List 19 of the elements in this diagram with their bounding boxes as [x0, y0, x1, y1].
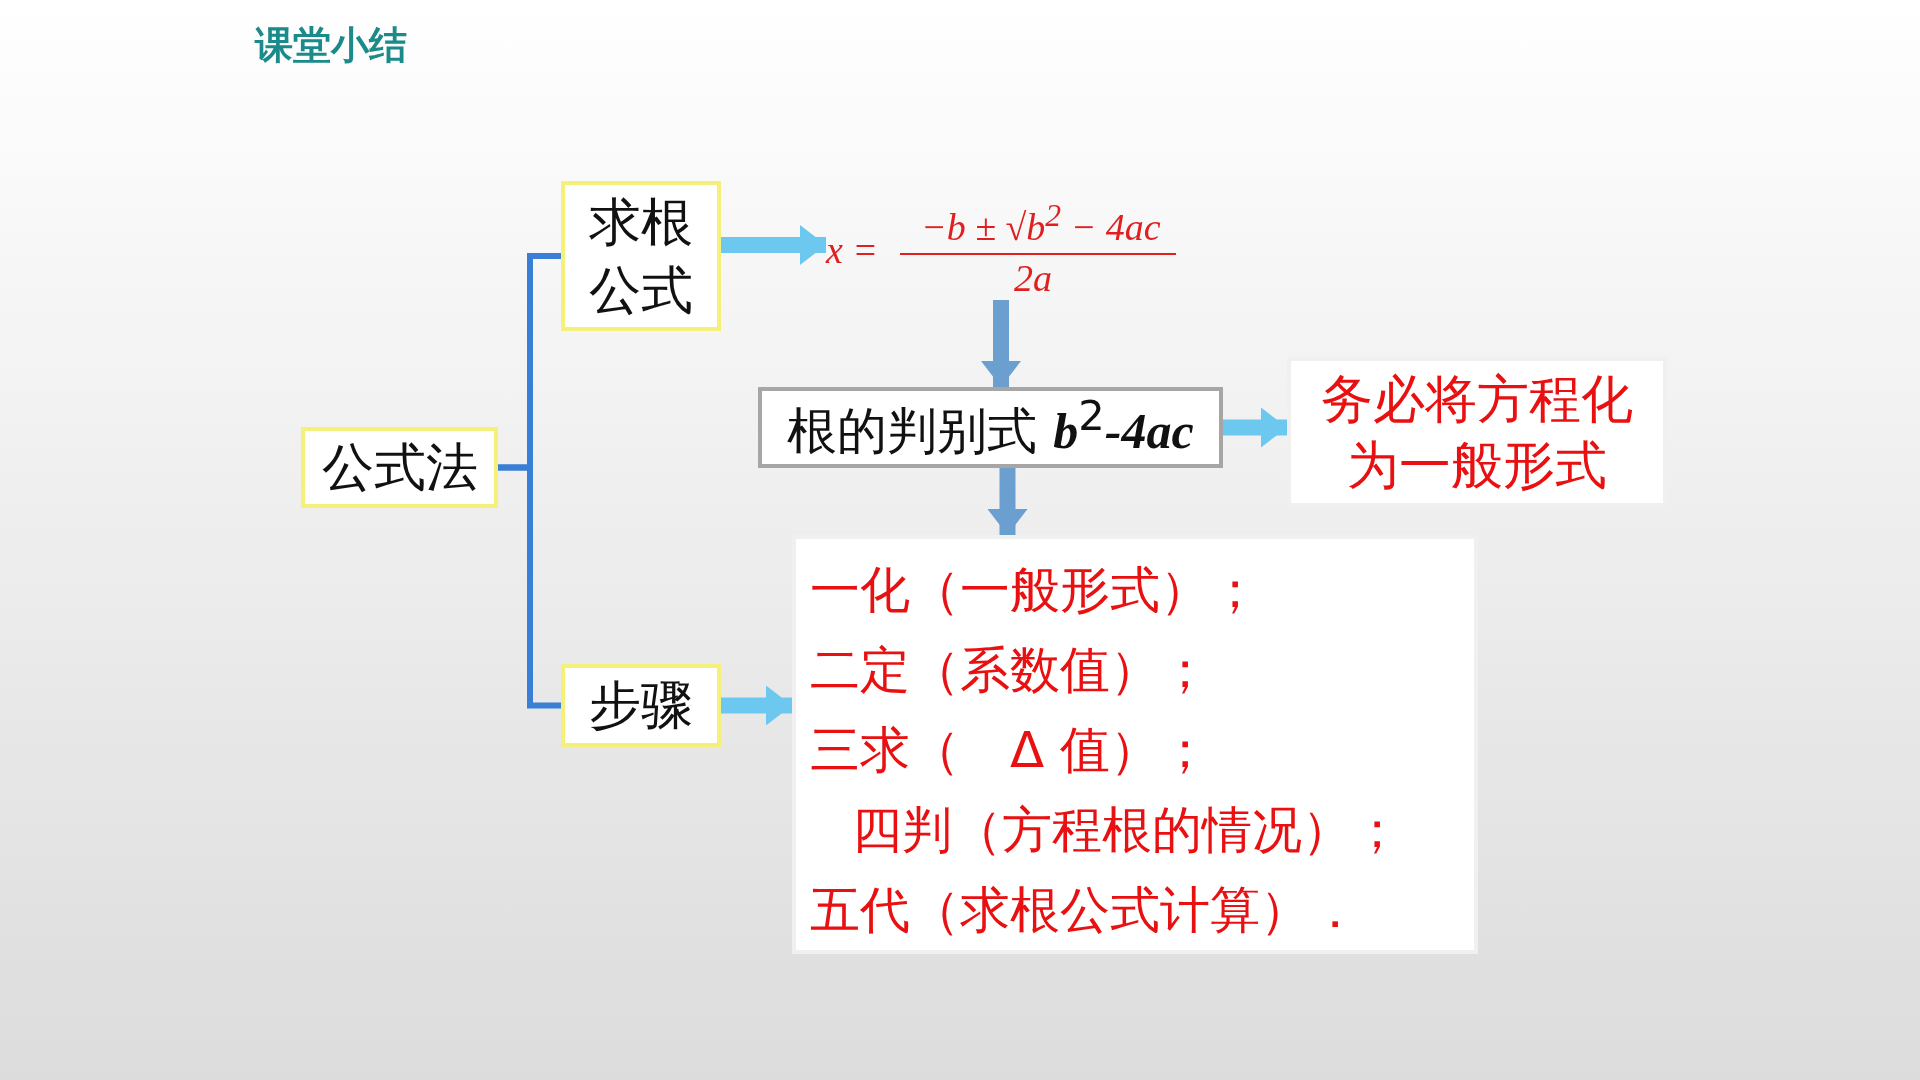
- formula-numerator: −b ± √b$^{2}$ − 4ac: [921, 198, 1161, 249]
- discriminant-box: 根的判别式 b$^{2}$-4ac: [758, 387, 1223, 468]
- formula-name-box: 求根公式: [561, 181, 721, 331]
- bracket-line: [498, 464, 561, 709]
- formula-denominator: 2a: [1014, 256, 1052, 300]
- arrow: [987, 468, 1028, 535]
- step-text: 三求（ Δ 值）；: [810, 720, 1211, 781]
- step-text: 二定（系数值）；: [810, 640, 1210, 701]
- slide-title: 课堂小结: [255, 22, 407, 69]
- arrow: [721, 225, 826, 265]
- step-text: 一化（一般形式）；: [810, 560, 1260, 621]
- steps-label-box: 步骤: [561, 664, 721, 747]
- step-text: 四判（方程根的情况）；: [852, 800, 1402, 861]
- formula-lhs: x =: [826, 228, 878, 272]
- arrow: [981, 300, 1021, 387]
- arrow: [1223, 407, 1287, 448]
- method-box: 公式法: [301, 427, 498, 508]
- step-text: 五代（求根公式计算）．: [810, 880, 1360, 941]
- arrow: [721, 685, 792, 726]
